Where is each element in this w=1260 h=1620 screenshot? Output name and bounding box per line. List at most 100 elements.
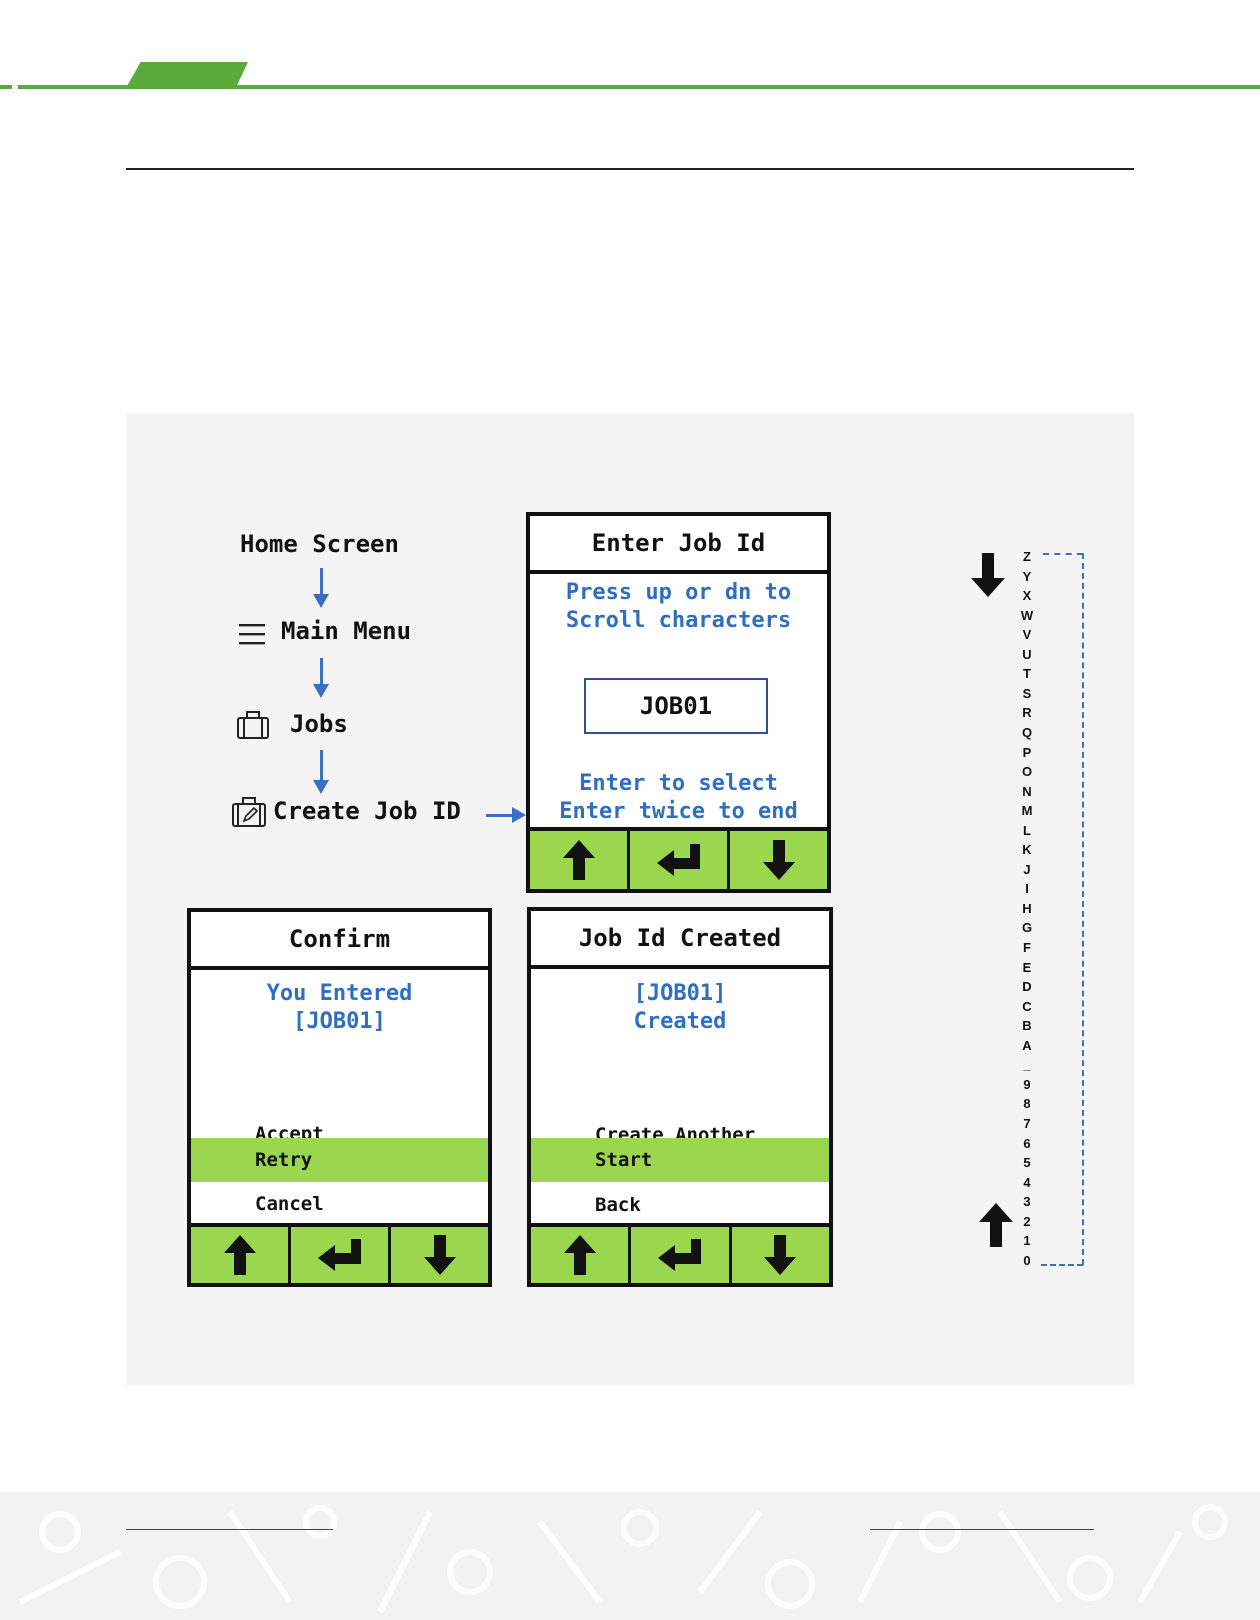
arrow-down-icon	[764, 1235, 797, 1275]
scroll-character: A	[1022, 1037, 1032, 1053]
enter-button[interactable]	[627, 831, 727, 889]
briefcase-edit-icon	[231, 796, 267, 828]
scroll-character: _	[1023, 1057, 1031, 1073]
arrow-down-icon	[423, 1235, 456, 1275]
job-id-created-screen: Job Id Created [JOB01] Created Create An…	[527, 907, 833, 1287]
enter-button[interactable]	[288, 1227, 388, 1283]
footer-rule-right	[870, 1529, 1094, 1530]
flow-arrow-1	[313, 568, 329, 608]
arrow-up-icon	[562, 840, 595, 880]
flow-arrow-3	[313, 750, 329, 794]
scroll-character: 6	[1023, 1135, 1031, 1151]
scroll-character: D	[1022, 979, 1032, 995]
scroll-character: G	[1021, 920, 1033, 936]
confirm-line-1: You Entered	[266, 981, 413, 1006]
screen-title: Confirm	[191, 912, 488, 970]
scroll-character: 1	[1023, 1233, 1031, 1249]
button-bar	[531, 1223, 829, 1283]
scroll-character: B	[1022, 1018, 1032, 1034]
hint-line-2: Enter twice to end	[559, 799, 798, 824]
scroll-character: C	[1022, 998, 1032, 1014]
arrow-up-icon	[223, 1235, 256, 1275]
flow-create-job-id: Create Job ID	[273, 797, 461, 825]
hint-line-1: Enter to select	[579, 771, 778, 796]
scroll-character: O	[1021, 764, 1033, 780]
enter-button[interactable]	[628, 1227, 728, 1283]
flow-arrow-to-screen	[486, 807, 526, 823]
enter-return-icon	[317, 1239, 361, 1271]
screen-title: Enter Job Id	[530, 516, 827, 574]
scroll-character: Z	[1023, 549, 1031, 564]
down-button[interactable]	[728, 1227, 829, 1283]
scroll-character: J	[1023, 861, 1031, 877]
scroll-character: L	[1023, 822, 1031, 838]
header-green-line	[0, 85, 1260, 89]
header-line-gap	[12, 85, 18, 89]
up-button[interactable]	[530, 831, 627, 889]
screen-title: Job Id Created	[531, 911, 829, 969]
header-green-tab	[126, 62, 248, 88]
created-line-2: Created	[633, 1009, 727, 1034]
enter-job-id-screen: Enter Job Id Press up or dn to Scroll ch…	[526, 512, 831, 893]
scroll-character: 3	[1023, 1194, 1031, 1210]
title-rule	[126, 168, 1134, 170]
flow-arrow-2	[313, 658, 329, 698]
hamburger-icon	[238, 622, 266, 646]
footer-rule-left	[126, 1529, 333, 1530]
down-button[interactable]	[727, 831, 827, 889]
job-id-input[interactable]: JOB01	[584, 678, 768, 734]
dashed-connector-side	[1082, 553, 1084, 1265]
menu-option-start[interactable]: Start	[531, 1138, 829, 1182]
confirm-line-2: [JOB01]	[293, 1009, 386, 1034]
scroll-character: I	[1025, 881, 1029, 897]
dashed-connector-top	[1043, 553, 1083, 555]
scroll-character: V	[1022, 627, 1032, 643]
up-button[interactable]	[191, 1227, 288, 1283]
scroll-character: F	[1023, 940, 1031, 955]
dashed-connector-bottom	[1041, 1264, 1083, 1266]
enter-return-icon	[657, 1239, 701, 1271]
up-button[interactable]	[531, 1227, 628, 1283]
instruction-line-2: Scroll characters	[565, 608, 792, 633]
briefcase-icon	[236, 710, 270, 740]
arrow-down-icon	[762, 840, 795, 880]
enter-return-icon	[656, 844, 700, 876]
scroll-character: S	[1022, 685, 1032, 701]
instruction-line-1: Press up or dn to	[565, 580, 792, 605]
scroll-character: P	[1022, 744, 1032, 760]
created-line-1: [JOB01]	[633, 981, 727, 1006]
footer-band	[0, 1492, 1260, 1620]
scroll-character: T	[1023, 666, 1031, 682]
scroll-character: R	[1022, 705, 1032, 721]
menu-option-back[interactable]: Back	[595, 1194, 641, 1216]
button-bar	[530, 827, 827, 889]
scroll-character: 7	[1023, 1115, 1031, 1131]
scroll-character: E	[1022, 959, 1032, 975]
scroll-character: N	[1022, 783, 1032, 799]
scroll-character: U	[1022, 646, 1032, 662]
menu-option-cancel[interactable]: Cancel	[255, 1193, 324, 1215]
scroll-character: 2	[1023, 1213, 1031, 1229]
flow-main-menu: Main Menu	[281, 617, 412, 645]
button-bar	[191, 1223, 488, 1283]
scroll-character: M	[1021, 803, 1033, 819]
scroll-character: Y	[1022, 568, 1032, 584]
arrow-up-icon	[563, 1235, 596, 1275]
scroll-character: K	[1022, 842, 1032, 858]
confirm-screen: Confirm You Entered [JOB01] Accept Retry…	[187, 908, 492, 1287]
scroll-character: 5	[1023, 1155, 1031, 1171]
scroll-character: Q	[1021, 724, 1033, 740]
scroll-character: W	[1020, 607, 1034, 623]
scroll-character: H	[1022, 900, 1032, 916]
scroll-up-arrow-icon	[978, 1202, 1014, 1248]
scroll-character: 0	[1023, 1252, 1031, 1268]
flow-home-screen: Home Screen	[240, 530, 399, 558]
scroll-character: 8	[1023, 1096, 1031, 1112]
scroll-down-arrow-icon	[970, 552, 1006, 598]
scroll-character: 9	[1023, 1076, 1031, 1092]
scroll-character: 4	[1023, 1174, 1031, 1190]
down-button[interactable]	[388, 1227, 488, 1283]
menu-option-retry[interactable]: Retry	[191, 1138, 488, 1182]
scroll-character: X	[1022, 588, 1032, 604]
